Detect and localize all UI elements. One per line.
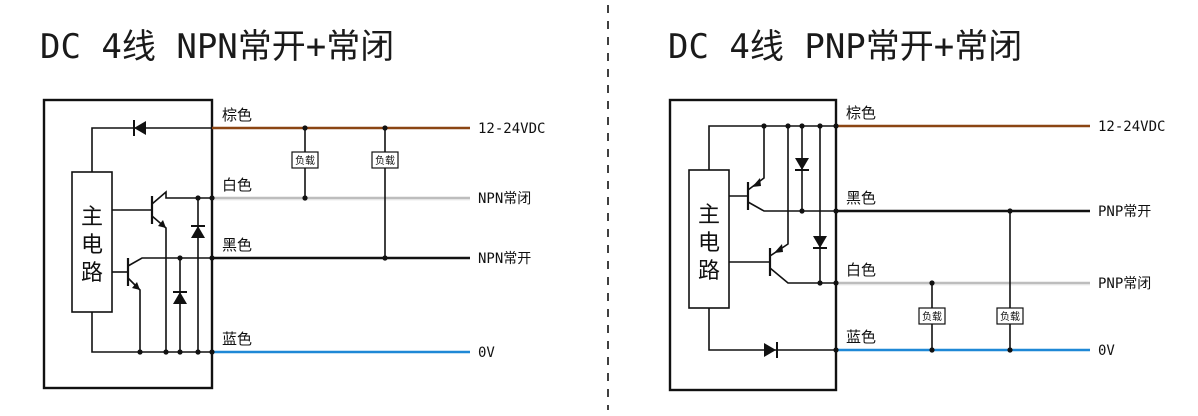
- main-circuit-char-1: 主: [81, 205, 103, 230]
- white-wire-label: 白色: [222, 176, 252, 194]
- no-terminal-label: NPN常开: [478, 251, 531, 267]
- supply-diode-icon: [134, 121, 146, 135]
- sensor-housing: [668, 98, 838, 392]
- pnp-title: DC 4线 PNP常开+常闭: [668, 27, 1022, 67]
- nc-terminal-label: PNP常闭: [1098, 276, 1151, 292]
- brown-wire-label: 棕色: [846, 104, 876, 122]
- main-circuit-char-1: 主: [698, 203, 720, 228]
- black-wire-label: 黑色: [846, 189, 876, 207]
- load-label-no: 负载: [375, 154, 395, 167]
- no-protection-diode-icon: [795, 158, 809, 170]
- supply-terminal-label: 12-24VDC: [1098, 119, 1165, 135]
- nc-terminal-label: NPN常闭: [478, 191, 531, 207]
- supply-terminal-label: 12-24VDC: [478, 121, 545, 137]
- brown-wire-label: 棕色: [222, 106, 252, 124]
- nc-protection-diode-icon: [191, 226, 205, 238]
- main-circuit-char-2: 电: [81, 233, 103, 258]
- black-wire-label: 黑色: [222, 236, 252, 254]
- ground-diode-icon: [764, 343, 776, 357]
- sensor-housing: [42, 98, 214, 390]
- npn-title: DC 4线 NPN常开+常闭: [40, 27, 394, 67]
- load-box-nc: [291, 151, 319, 169]
- load-box-no: [996, 307, 1024, 325]
- npn-diagram: DC 4线 NPN常开+常闭 主 电 路 棕色 白色 黑色 蓝色 12-24VD…: [40, 27, 545, 390]
- load-label-nc: 负载: [922, 310, 942, 323]
- no-protection-diode-icon: [173, 292, 187, 304]
- no-terminal-label: PNP常开: [1098, 204, 1151, 220]
- load-label-nc: 负载: [295, 154, 315, 167]
- load-box-nc: [918, 307, 946, 325]
- main-circuit-char-3: 路: [81, 261, 103, 286]
- main-circuit-char-3: 路: [698, 259, 720, 284]
- pnp-diagram: DC 4线 PNP常开+常闭 主 电 路 棕色 黑色 白色 蓝色 12-24VD…: [668, 27, 1165, 392]
- blue-wire-label: 蓝色: [846, 328, 876, 346]
- zero-terminal-label: 0V: [478, 345, 495, 361]
- white-wire-label: 白色: [846, 261, 876, 279]
- zero-terminal-label: 0V: [1098, 343, 1115, 359]
- nc-protection-diode-icon: [813, 236, 827, 248]
- load-label-no: 负载: [1000, 310, 1020, 323]
- main-circuit-char-2: 电: [698, 231, 720, 256]
- blue-wire-label: 蓝色: [222, 330, 252, 348]
- load-box-no: [371, 151, 399, 169]
